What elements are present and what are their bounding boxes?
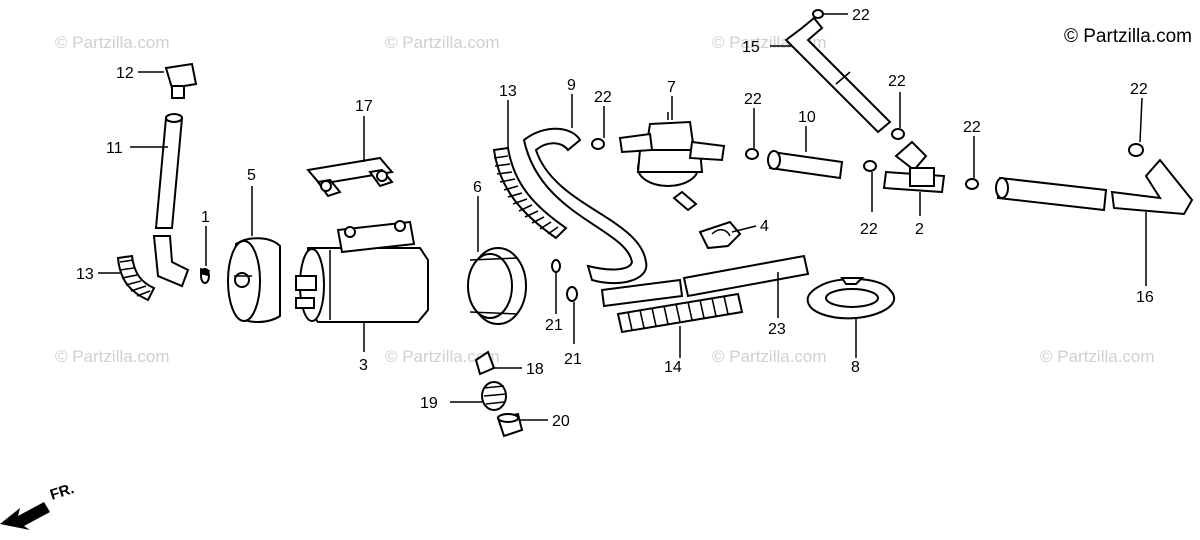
front-direction-label: FR. — [48, 480, 76, 504]
watermark: © Partzilla.com — [55, 347, 170, 366]
watermark: © Partzilla.com — [385, 347, 500, 366]
callout-4: 4 — [760, 218, 769, 235]
callout-23: 23 — [768, 321, 786, 338]
callout-labels: 12 11 13 1 5 3 17 6 13 9 22 7 22 10 4 23… — [76, 7, 1154, 430]
callout-22: 22 — [852, 7, 870, 24]
callout-16: 16 — [1136, 289, 1154, 306]
part-13-left-ribbed-hose — [116, 254, 156, 302]
callout-6: 6 — [473, 179, 482, 196]
part-12-cap — [164, 62, 198, 99]
front-direction-arrow: FR. — [0, 480, 76, 530]
callout-18: 18 — [526, 361, 544, 378]
callout-7: 7 — [667, 79, 676, 96]
callout-8: 8 — [851, 359, 860, 376]
watermark: © Partzilla.com — [712, 347, 827, 366]
watermark: © Partzilla.com — [55, 33, 170, 52]
callout-9: 9 — [567, 77, 576, 94]
part-19-spring — [481, 381, 507, 411]
callout-19: 19 — [420, 395, 438, 412]
part-7-fuel-valve — [618, 112, 726, 212]
part-20-cap — [496, 412, 524, 438]
callout-20: 20 — [552, 413, 570, 430]
part-14-ribbed-hose — [616, 292, 744, 334]
leader-lines — [98, 13, 1147, 421]
watermark: © Partzilla.com — [1040, 347, 1155, 366]
part-11-elbow-hose — [152, 235, 190, 288]
part-2-tee-fitting — [882, 140, 946, 194]
part-17-bracket — [306, 156, 394, 198]
callout-21: 21 — [564, 351, 582, 368]
part-10-hose — [767, 150, 844, 180]
part-13-ribbed-hose — [492, 146, 568, 240]
part-23-hose — [600, 254, 810, 308]
part-3-fuel-pump — [295, 220, 429, 323]
callout-5: 5 — [247, 167, 256, 184]
callout-15: 15 — [742, 39, 760, 56]
watermarks: © Partzilla.com © Partzilla.com © Partzi… — [55, 33, 1155, 366]
callout-22: 22 — [860, 221, 878, 238]
callout-22: 22 — [963, 119, 981, 136]
part-4-clamp — [698, 220, 742, 250]
copyright-text: © Partzilla.com — [1063, 26, 1192, 47]
watermark: © Partzilla.com — [385, 33, 500, 52]
part-22-clips — [591, 9, 1144, 190]
callout-21: 21 — [545, 317, 563, 334]
callout-13: 13 — [76, 266, 94, 283]
callout-22: 22 — [1130, 81, 1148, 98]
callout-13: 13 — [499, 83, 517, 100]
part-16-hose — [995, 158, 1194, 216]
part-8-gasket — [806, 277, 896, 320]
part-9-fuel-hose — [522, 127, 648, 285]
callout-1: 1 — [201, 209, 210, 226]
callout-3: 3 — [359, 357, 368, 374]
part-1-clip — [200, 268, 210, 284]
callout-10: 10 — [798, 109, 816, 126]
callout-22: 22 — [888, 73, 906, 90]
callout-2: 2 — [915, 221, 924, 238]
callout-22: 22 — [594, 89, 612, 106]
callout-12: 12 — [116, 65, 134, 82]
callout-11: 11 — [106, 140, 123, 157]
callout-17: 17 — [355, 98, 373, 115]
part-21-clips — [551, 259, 578, 302]
part-6-filter-element — [467, 247, 527, 325]
callout-14: 14 — [664, 359, 682, 376]
callout-22: 22 — [744, 91, 762, 108]
part-5-filter-cover — [227, 237, 281, 323]
part-11-vent-hose — [154, 113, 184, 229]
part-15-hose — [784, 16, 892, 134]
